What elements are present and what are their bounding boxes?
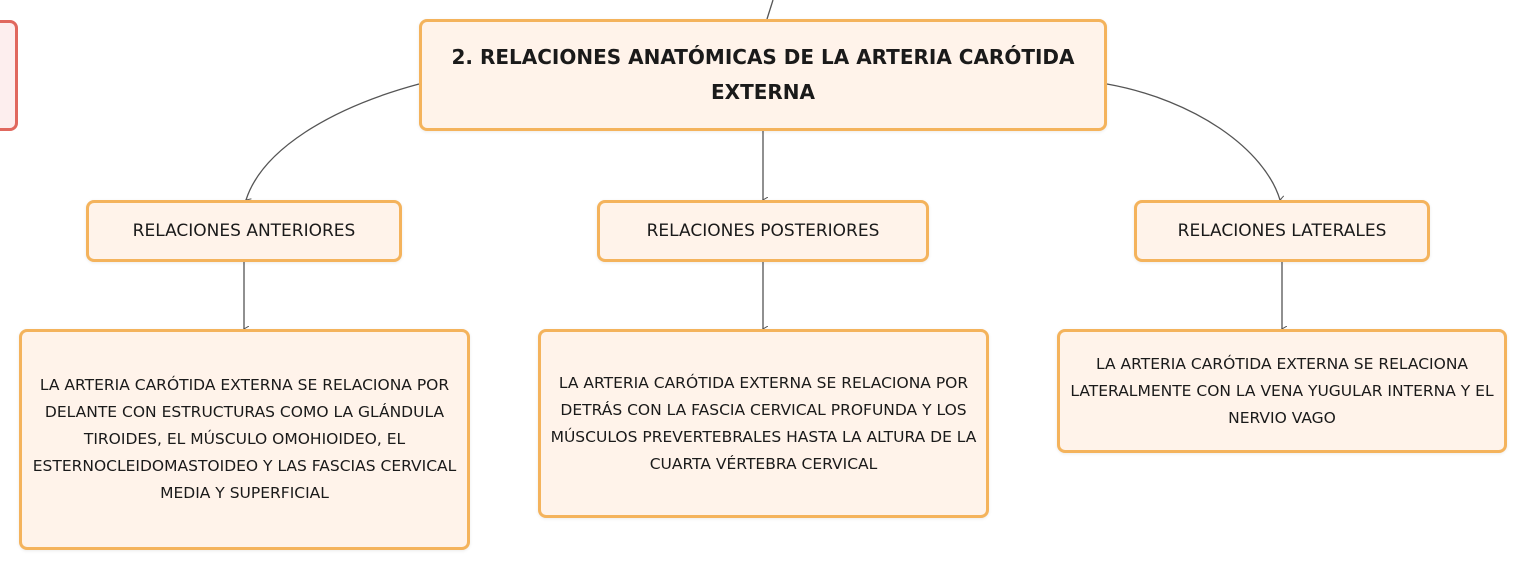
- subtopic-laterales-description[interactable]: LA ARTERIA CARÓTIDA EXTERNA SE RELACIONA…: [1057, 329, 1507, 453]
- topic-relaciones-posteriores[interactable]: RELACIONES POSTERIORES: [597, 200, 929, 262]
- connector-root-to-laterales: [1106, 83, 1280, 200]
- partial-side-node[interactable]: [0, 20, 18, 131]
- subtopic-anteriores-description[interactable]: LA ARTERIA CARÓTIDA EXTERNA SE RELACIONA…: [19, 329, 470, 550]
- topic-relaciones-laterales[interactable]: RELACIONES LATERALES: [1134, 200, 1430, 262]
- topic-label: RELACIONES LATERALES: [1177, 221, 1387, 241]
- subtopic-text: LA ARTERIA CARÓTIDA EXTERNA SE RELACIONA…: [32, 376, 457, 502]
- root-topic-title: 2. RELACIONES ANATÓMICAS DE LA ARTERIA C…: [451, 45, 1075, 104]
- connector-parent-to-root: [766, 0, 774, 20]
- topic-label: RELACIONES POSTERIORES: [646, 221, 880, 241]
- subtopic-posteriores-description[interactable]: LA ARTERIA CARÓTIDA EXTERNA SE RELACIONA…: [538, 329, 989, 518]
- subtopic-text: LA ARTERIA CARÓTIDA EXTERNA SE RELACIONA…: [550, 373, 977, 473]
- topic-label: RELACIONES ANTERIORES: [132, 221, 356, 241]
- connector-root-to-anteriores: [246, 83, 420, 200]
- root-topic-node[interactable]: 2. RELACIONES ANATÓMICAS DE LA ARTERIA C…: [419, 19, 1107, 131]
- subtopic-text: LA ARTERIA CARÓTIDA EXTERNA SE RELACIONA…: [1070, 354, 1494, 427]
- topic-relaciones-anteriores[interactable]: RELACIONES ANTERIORES: [86, 200, 402, 262]
